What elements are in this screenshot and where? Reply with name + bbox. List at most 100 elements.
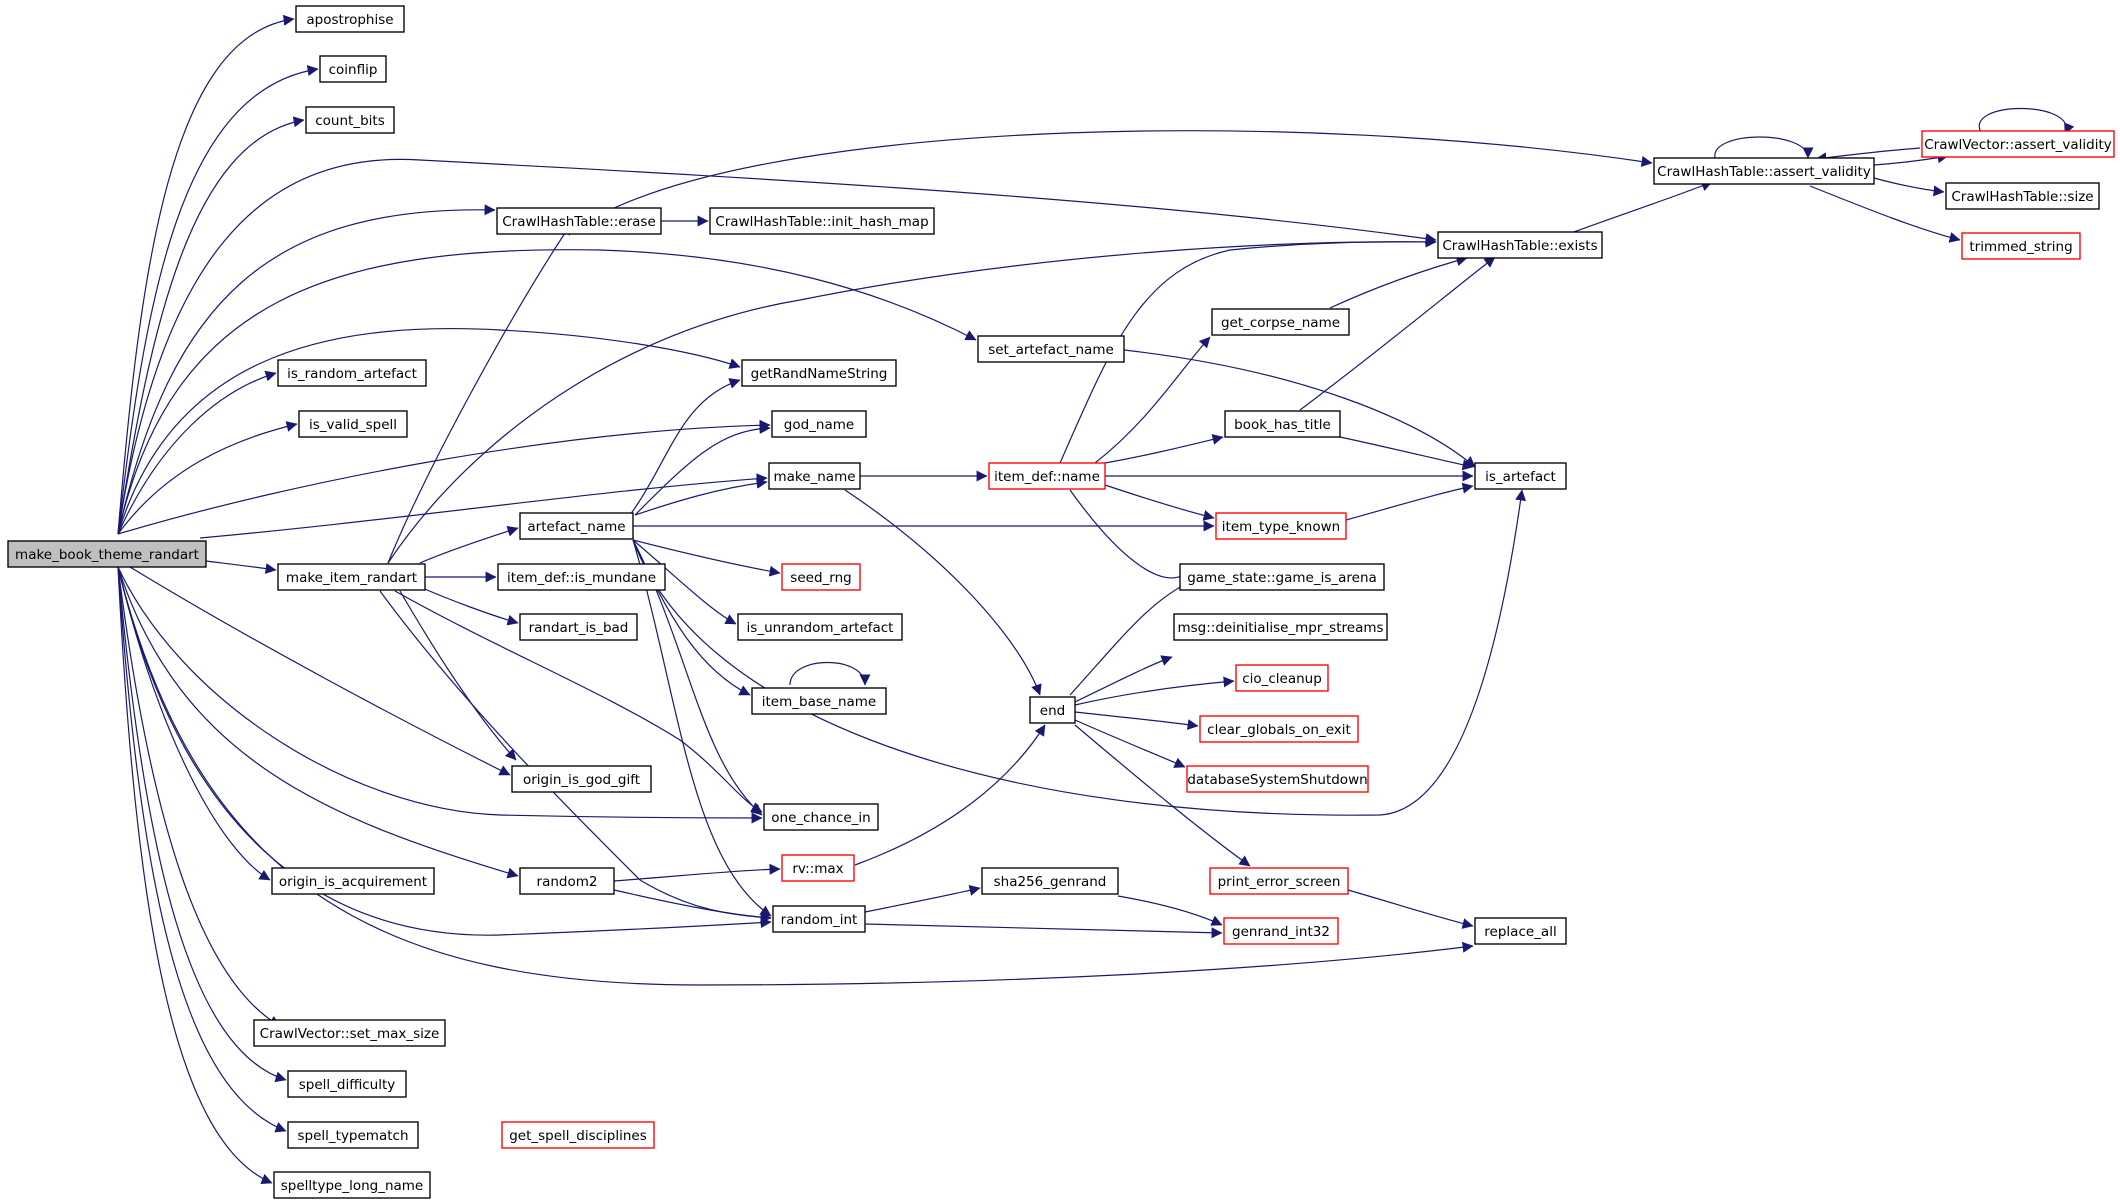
node-databaseSystemShutdown[interactable]: databaseSystemShutdown xyxy=(1186,765,1369,793)
node-spell_typematch[interactable]: spell_typematch xyxy=(287,1121,419,1149)
edge-item_def-name-game_state-game_is_arena xyxy=(1069,489,1196,579)
node-getRandNameString[interactable]: getRandNameString xyxy=(741,359,897,387)
node-box xyxy=(1199,715,1359,743)
node-CrawlHashTable-exists[interactable]: CrawlHashTable::exists xyxy=(1437,231,1603,259)
node-label: spelltype_long_name xyxy=(281,1178,424,1194)
node-item_def-name[interactable]: item_def::name xyxy=(988,462,1106,490)
edge-end-msg-deinitialise_mpr_streams xyxy=(1074,655,1173,703)
node-genrand_int32[interactable]: genrand_int32 xyxy=(1223,917,1339,945)
node-seed_rng[interactable]: seed_rng xyxy=(781,563,861,591)
node-is_valid_spell[interactable]: is_valid_spell xyxy=(298,410,408,438)
node-label: item_base_name xyxy=(762,694,876,710)
node-set_artefact_name[interactable]: set_artefact_name xyxy=(977,335,1125,363)
edge-make_book_theme_randart-god_name xyxy=(117,419,771,535)
node-book_has_title[interactable]: book_has_title xyxy=(1224,410,1341,438)
node-label: CrawlVector::set_max_size xyxy=(260,1026,440,1042)
node-random_int[interactable]: random_int xyxy=(772,905,866,933)
node-clear_globals_on_exit[interactable]: clear_globals_on_exit xyxy=(1199,715,1359,743)
node-label: item_def::name xyxy=(994,469,1100,485)
node-box xyxy=(781,563,861,591)
edge-make_book_theme_randart-make_name xyxy=(199,473,768,539)
node-coinflip[interactable]: coinflip xyxy=(319,55,387,83)
node-replace_all[interactable]: replace_all xyxy=(1474,917,1567,945)
node-box xyxy=(1474,462,1567,490)
edge-make_item_randart-artefact_name xyxy=(419,525,519,564)
node-item_def-is_mundane[interactable]: item_def::is_mundane xyxy=(497,563,666,591)
node-box xyxy=(305,106,395,134)
edge-artefact_name-seed_rng xyxy=(632,539,781,577)
node-label: random_int xyxy=(781,912,858,928)
node-CrawlHashTable-erase[interactable]: CrawlHashTable::erase xyxy=(496,207,662,235)
node-label: artefact_name xyxy=(527,519,625,535)
node-spell_difficulty[interactable]: spell_difficulty xyxy=(287,1070,407,1098)
node-label: is_unrandom_artefact xyxy=(747,620,894,636)
node-label: one_chance_in xyxy=(771,810,870,826)
node-box xyxy=(519,613,638,641)
node-game_state-game_is_arena[interactable]: game_state::game_is_arena xyxy=(1179,563,1385,591)
node-randart_is_bad[interactable]: randart_is_bad xyxy=(519,613,638,641)
node-cio_cleanup[interactable]: cio_cleanup xyxy=(1235,664,1329,692)
node-label: count_bits xyxy=(315,113,384,129)
edge-make_book_theme_randart-is_valid_spell xyxy=(117,421,298,535)
node-is_random_artefact[interactable]: is_random_artefact xyxy=(277,359,427,387)
node-end[interactable]: end xyxy=(1029,696,1076,724)
edge-make_book_theme_randart-getRandNameString xyxy=(117,327,741,535)
node-box xyxy=(977,335,1125,363)
node-make_item_randart[interactable]: make_item_randart xyxy=(277,563,426,591)
node-box xyxy=(1215,512,1347,540)
node-god_name[interactable]: god_name xyxy=(771,410,867,438)
node-box xyxy=(763,803,879,831)
node-item_type_known[interactable]: item_type_known xyxy=(1215,512,1347,540)
node-label: spell_typematch xyxy=(297,1128,408,1144)
edge-CrawlHashTable-erase-CrawlHashTable-assert_validity xyxy=(609,130,1653,211)
node-spelltype_long_name[interactable]: spelltype_long_name xyxy=(273,1171,431,1199)
node-box xyxy=(1437,231,1603,259)
node-box xyxy=(287,1070,407,1098)
edge-make_book_theme_randart-replace_all xyxy=(117,566,1474,986)
node-CrawlVector-set_max_size[interactable]: CrawlVector::set_max_size xyxy=(253,1019,446,1047)
node-label: rv::max xyxy=(792,861,843,877)
node-count_bits[interactable]: count_bits xyxy=(305,106,395,134)
node-artefact_name[interactable]: artefact_name xyxy=(519,512,634,540)
node-make_name[interactable]: make_name xyxy=(768,462,861,490)
node-label: trimmed_string xyxy=(1969,239,2072,255)
node-make_book_theme_randart[interactable]: make_book_theme_randart xyxy=(7,540,207,568)
node-origin_is_acquirement[interactable]: origin_is_acquirement xyxy=(271,867,435,895)
node-CrawlHashTable-init_hash_map[interactable]: CrawlHashTable::init_hash_map xyxy=(709,207,935,235)
edge-CrawlVector-assert_validity-self xyxy=(1978,108,2075,135)
node-trimmed_string[interactable]: trimmed_string xyxy=(1961,232,2081,260)
node-CrawlVector-assert_validity[interactable]: CrawlVector::assert_validity xyxy=(1921,130,2115,158)
node-is_unrandom_artefact[interactable]: is_unrandom_artefact xyxy=(737,613,903,641)
node-get_spell_disciplines[interactable]: get_spell_disciplines xyxy=(501,1121,655,1149)
node-box xyxy=(1921,130,2115,158)
node-rv-max[interactable]: rv::max xyxy=(781,854,855,882)
edge-make_book_theme_randart-one_chance_in xyxy=(117,566,763,824)
node-apostrophise[interactable]: apostrophise xyxy=(295,5,405,33)
edge-end-clear_globals_on_exit xyxy=(1074,711,1199,730)
node-random2[interactable]: random2 xyxy=(519,867,615,895)
node-box xyxy=(496,207,662,235)
node-one_chance_in[interactable]: one_chance_in xyxy=(763,803,879,831)
edge-sha256_genrand-genrand_int32 xyxy=(1117,895,1223,926)
node-sha256_genrand[interactable]: sha256_genrand xyxy=(981,867,1119,895)
edge-make_book_theme_randart-make_item_randart xyxy=(205,560,277,574)
node-box xyxy=(1209,867,1349,895)
node-box xyxy=(1186,765,1369,793)
node-CrawlHashTable-assert_validity[interactable]: CrawlHashTable::assert_validity xyxy=(1653,157,1875,185)
node-item_base_name[interactable]: item_base_name xyxy=(751,687,887,715)
edge-end-game_state-game_is_arena xyxy=(1069,580,1193,696)
node-origin_is_god_gift[interactable]: origin_is_god_gift xyxy=(511,765,652,793)
node-is_artefact[interactable]: is_artefact xyxy=(1474,462,1567,490)
node-label: god_name xyxy=(784,417,854,433)
node-get_corpse_name[interactable]: get_corpse_name xyxy=(1211,308,1350,336)
node-label: is_random_artefact xyxy=(287,366,417,382)
node-msg-deinitialise_mpr_streams[interactable]: msg::deinitialise_mpr_streams xyxy=(1173,613,1388,641)
node-CrawlHashTable-size[interactable]: CrawlHashTable::size xyxy=(1945,182,2100,210)
node-box xyxy=(1653,157,1875,185)
edge-artefact_name-is_unrandom_artefact xyxy=(632,539,737,625)
edge-end-print_error_screen xyxy=(1074,724,1251,867)
edge-random2-random_int xyxy=(613,889,772,923)
edge-CrawlHashTable-exists-CrawlHashTable-assert_validity xyxy=(1559,180,1713,238)
node-print_error_screen[interactable]: print_error_screen xyxy=(1209,867,1349,895)
